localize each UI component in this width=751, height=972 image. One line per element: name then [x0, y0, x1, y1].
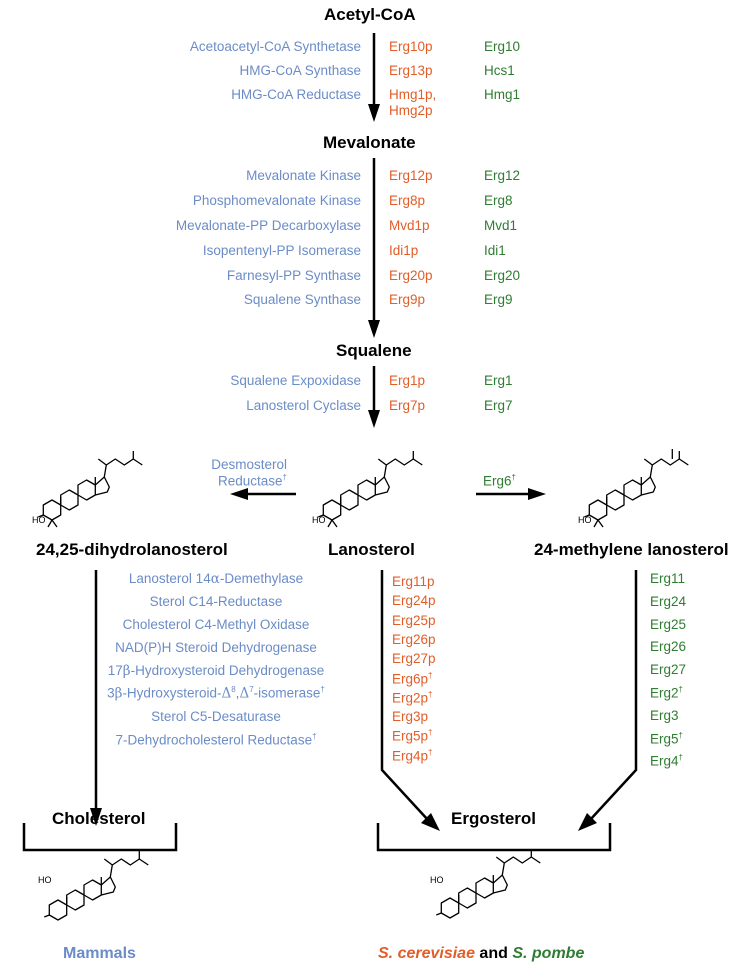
arrow-mevalonate-to-squalene — [368, 158, 380, 338]
compound-methylene-lanosterol: 24-methylene lanosterol — [534, 540, 729, 559]
sc-late-gene: Erg4p† — [392, 747, 433, 764]
sc-gene: Erg8p — [389, 193, 426, 208]
footer-s-pombe: S. pombe — [512, 945, 585, 962]
ergosterol-structure — [436, 849, 541, 919]
mammal-enzyme-6: 3β-Hydroxysteroid-Δ8,Δ7-isomerase† — [107, 685, 325, 702]
sp-gene: Hcs1 — [484, 63, 515, 78]
compound-mevalonate: Mevalonate — [323, 133, 416, 152]
compound-acetyl-coa: Acetyl-CoA — [324, 5, 416, 24]
sp-gene: Erg7 — [484, 398, 513, 413]
arrow-to-cholesterol — [90, 570, 102, 826]
mammal-enzyme-1: Lanosterol 14α-Demethylase — [128, 571, 304, 587]
footer-s-cerevisiae: S. cerevisiae — [378, 945, 475, 962]
sc-late-gene: Erg24p — [392, 593, 436, 609]
lanosterol-structure — [318, 451, 423, 528]
sc-gene: Hmg1p, — [389, 87, 437, 102]
enzyme-label: Farnesyl-PP Synthase — [226, 268, 361, 283]
sp-late-gene: Erg2† — [650, 685, 683, 701]
sc-late-gene: Erg3p — [392, 709, 429, 725]
desmosterol-reductase-line1: Desmosterol — [211, 457, 287, 472]
arrow-methylene-to-ergosterol — [578, 570, 638, 831]
mammal-enzyme-7: Sterol C5-Desaturase — [151, 709, 281, 724]
sc-gene: Erg20p — [389, 268, 433, 283]
arrow-acetylcoa-to-mevalonate — [368, 33, 380, 122]
arrow-lanosterol-to-dihydrolanosterol — [230, 488, 296, 500]
compound-squalene: Squalene — [336, 341, 412, 360]
sc-late-gene: Erg2p† — [392, 689, 433, 706]
sp-late-gene: Erg26 — [650, 639, 687, 655]
sc-gene: Erg12p — [389, 168, 433, 183]
ho-label-methylene: HO — [578, 515, 592, 525]
sc-gene: Idi1p — [389, 243, 419, 258]
enzyme-label: HMG-CoA Synthase — [239, 63, 361, 78]
erg6-label: Erg6† — [483, 473, 516, 489]
sc-gene-2: Hmg2p — [389, 103, 433, 118]
sc-gene: Erg1p — [389, 373, 426, 388]
sp-gene: Erg1 — [484, 373, 513, 388]
sp-gene: Mvd1 — [484, 218, 518, 233]
sp-gene: Idi1 — [484, 243, 506, 258]
yeast-bracket — [376, 823, 612, 852]
footer-mammals: Mammals — [63, 945, 136, 962]
mammal-enzyme-2: Sterol C14-Reductase — [149, 594, 283, 609]
sp-gene: Erg10 — [484, 39, 521, 54]
sp-late-gene: Erg3 — [650, 707, 679, 723]
mammals-bracket — [22, 823, 178, 852]
compound-lanosterol: Lanosterol — [328, 540, 415, 559]
arrow-lanosterol-to-methylene — [476, 488, 546, 500]
sp-gene: Erg20 — [484, 268, 521, 283]
sc-late-gene: Erg27p — [392, 651, 436, 667]
dihydrolanosterol-structure — [38, 451, 143, 528]
sp-late-gene: Erg24 — [650, 593, 687, 609]
sc-gene: Erg13p — [389, 63, 433, 78]
ho-label-dihydrolanosterol: HO — [32, 515, 46, 525]
enzyme-label: Squalene Synthase — [243, 292, 361, 307]
footer-and: and — [479, 945, 508, 962]
sp-gene: Erg12 — [484, 168, 521, 183]
methylene-lanosterol-structure — [584, 449, 689, 528]
sc-gene: Erg9p — [389, 292, 426, 307]
ho-label-cholesterol: HO — [38, 875, 52, 885]
sc-gene: Erg7p — [389, 398, 426, 413]
sc-late-gene: Erg11p — [392, 574, 435, 589]
desmosterol-reductase-line2: Reductase† — [218, 473, 287, 489]
enzyme-label: Squalene Expoxidase — [230, 373, 361, 388]
enzyme-label: Phosphomevalonate Kinase — [192, 193, 361, 208]
enzyme-label: Mevalonate Kinase — [246, 168, 361, 183]
enzyme-label: Lanosterol Cyclase — [246, 398, 361, 413]
enzyme-label: HMG-CoA Reductase — [231, 87, 361, 102]
sc-late-gene: Erg5p† — [392, 728, 433, 744]
sc-late-gene: Erg6p† — [392, 670, 433, 686]
sc-late-gene: Erg25p — [392, 612, 436, 628]
sc-gene: Erg10p — [389, 39, 433, 54]
sc-gene: Mvd1p — [389, 218, 430, 233]
sp-gene: Erg8 — [484, 193, 513, 208]
sp-late-gene: Erg27 — [650, 662, 687, 678]
enzyme-label: Mevalonate-PP Decarboxylase — [175, 218, 361, 233]
mammal-enzyme-5: 17β-Hydroxysteroid Dehydrogenase — [107, 663, 325, 679]
arrow-lanosterol-to-ergosterol — [380, 570, 440, 831]
sp-gene: Erg9 — [484, 292, 513, 307]
ho-label-lanosterol: HO — [312, 515, 326, 525]
cholesterol-structure — [44, 851, 149, 921]
enzyme-label: Acetoacetyl-CoA Synthetase — [189, 39, 361, 54]
mammal-enzyme-3: Cholesterol C4-Methyl Oxidase — [122, 617, 310, 632]
sc-late-gene: Erg26p — [392, 631, 436, 647]
mammal-enzyme-4: NAD(P)H Steroid Dehydrogenase — [115, 640, 317, 655]
sp-late-gene: Erg5† — [650, 730, 683, 747]
arrow-squalene-to-lanosterol — [368, 366, 380, 428]
footer-yeasts: S. cerevisiae and S. pombe — [378, 946, 584, 962]
enzyme-label: Isopentenyl-PP Isomerase — [202, 243, 361, 258]
sp-late-gene: Erg25 — [650, 616, 687, 632]
compound-dihydrolanosterol: 24,25-dihydrolanosterol — [36, 540, 228, 559]
compound-cholesterol: Cholesterol — [52, 809, 146, 828]
compound-ergosterol: Ergosterol — [451, 809, 537, 828]
sp-late-gene: Erg11 — [650, 571, 686, 586]
sp-late-gene: Erg4† — [650, 753, 683, 769]
sp-gene: Hmg1 — [484, 87, 521, 102]
ho-label-ergosterol: HO — [430, 875, 444, 885]
mammal-enzyme-8: 7-Dehydrocholesterol Reductase† — [115, 732, 317, 748]
